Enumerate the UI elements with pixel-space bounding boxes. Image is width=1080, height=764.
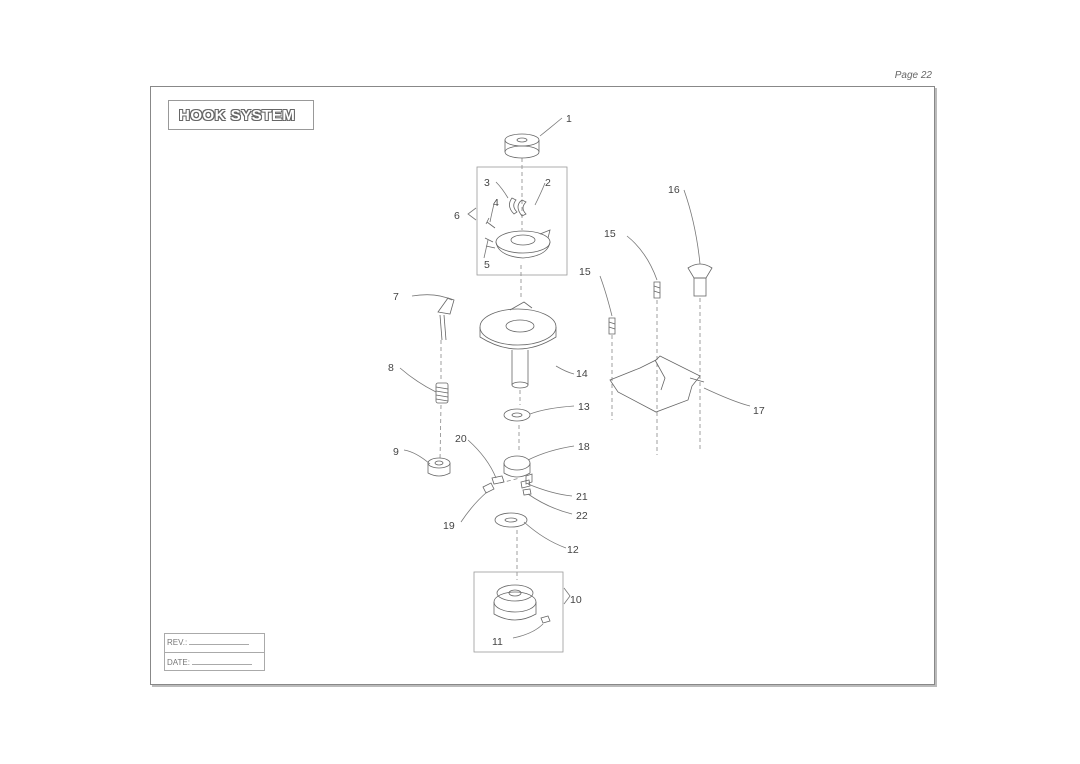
rev-label: REV.: (167, 638, 188, 647)
hook-basket-part (495, 229, 551, 259)
set-screw-part-19 (482, 482, 495, 494)
diagram-title: HOOK SYSTEM (179, 107, 296, 124)
date-label: DATE: (167, 658, 190, 667)
collar-part-20 (491, 475, 505, 485)
callout-7: 7 (393, 291, 399, 303)
bobbin-part (504, 133, 540, 159)
page-number: Page 22 (894, 70, 932, 81)
screw-part-15a (608, 317, 616, 335)
clip-part-3 (509, 197, 518, 215)
screw-part-4 (485, 217, 496, 229)
washer-part-12 (494, 512, 528, 528)
screw-part-21 (520, 479, 531, 489)
screw-part-15b (653, 281, 661, 299)
nut-part (427, 457, 451, 477)
rev-blank-line (189, 635, 250, 645)
callout-labels: 1 2 3 4 5 6 7 8 9 10 11 12 13 14 15 15 1… (388, 113, 765, 648)
callout-10: 10 (570, 594, 582, 606)
callout-8: 8 (388, 362, 394, 374)
hook-parts-group-box (476, 166, 568, 276)
callout-20: 20 (455, 433, 467, 445)
callout-15b: 15 (604, 228, 616, 240)
drawing-frame (150, 86, 935, 685)
rev-row: REV.: (167, 635, 250, 651)
bracket-part (609, 355, 705, 413)
screw-part-5 (484, 237, 496, 249)
callout-16: 16 (668, 184, 680, 196)
callout-2: 2 (545, 177, 551, 189)
callout-18: 18 (578, 441, 590, 453)
callout-13: 13 (578, 401, 590, 413)
rev-divider (165, 652, 264, 653)
callout-12: 12 (567, 544, 579, 556)
pulley-part (493, 584, 537, 621)
callout-5: 5 (484, 259, 490, 271)
callout-11: 11 (492, 636, 503, 648)
callout-4: 4 (493, 197, 499, 209)
screw-part-11 (540, 615, 551, 624)
leader-lines (399, 117, 751, 639)
callout-15a: 15 (579, 266, 591, 278)
date-row: DATE: (167, 655, 252, 671)
gear-part (503, 455, 533, 485)
callout-9: 9 (393, 446, 399, 458)
callout-3: 3 (484, 177, 490, 189)
callout-22: 22 (576, 510, 588, 522)
callout-14: 14 (576, 368, 588, 380)
pulley-group-box (473, 571, 564, 653)
rotating-hook-part (479, 301, 557, 389)
title-box: HOOK SYSTEM (168, 100, 314, 130)
callout-19: 19 (443, 520, 455, 532)
revision-block: REV.: DATE: (164, 633, 265, 671)
assembly-axis-lines (439, 158, 701, 580)
date-blank-line (191, 655, 252, 665)
callout-6: 6 (454, 210, 460, 222)
callout-1: 1 (566, 113, 572, 125)
clip-part-2 (517, 199, 527, 217)
screw-part-22 (522, 488, 532, 496)
spring-part (435, 382, 449, 404)
washer-part-13 (503, 408, 531, 422)
callout-21: 21 (576, 491, 588, 503)
callout-17: 17 (753, 405, 765, 417)
lever-part (437, 297, 455, 341)
knob-part (687, 263, 713, 297)
